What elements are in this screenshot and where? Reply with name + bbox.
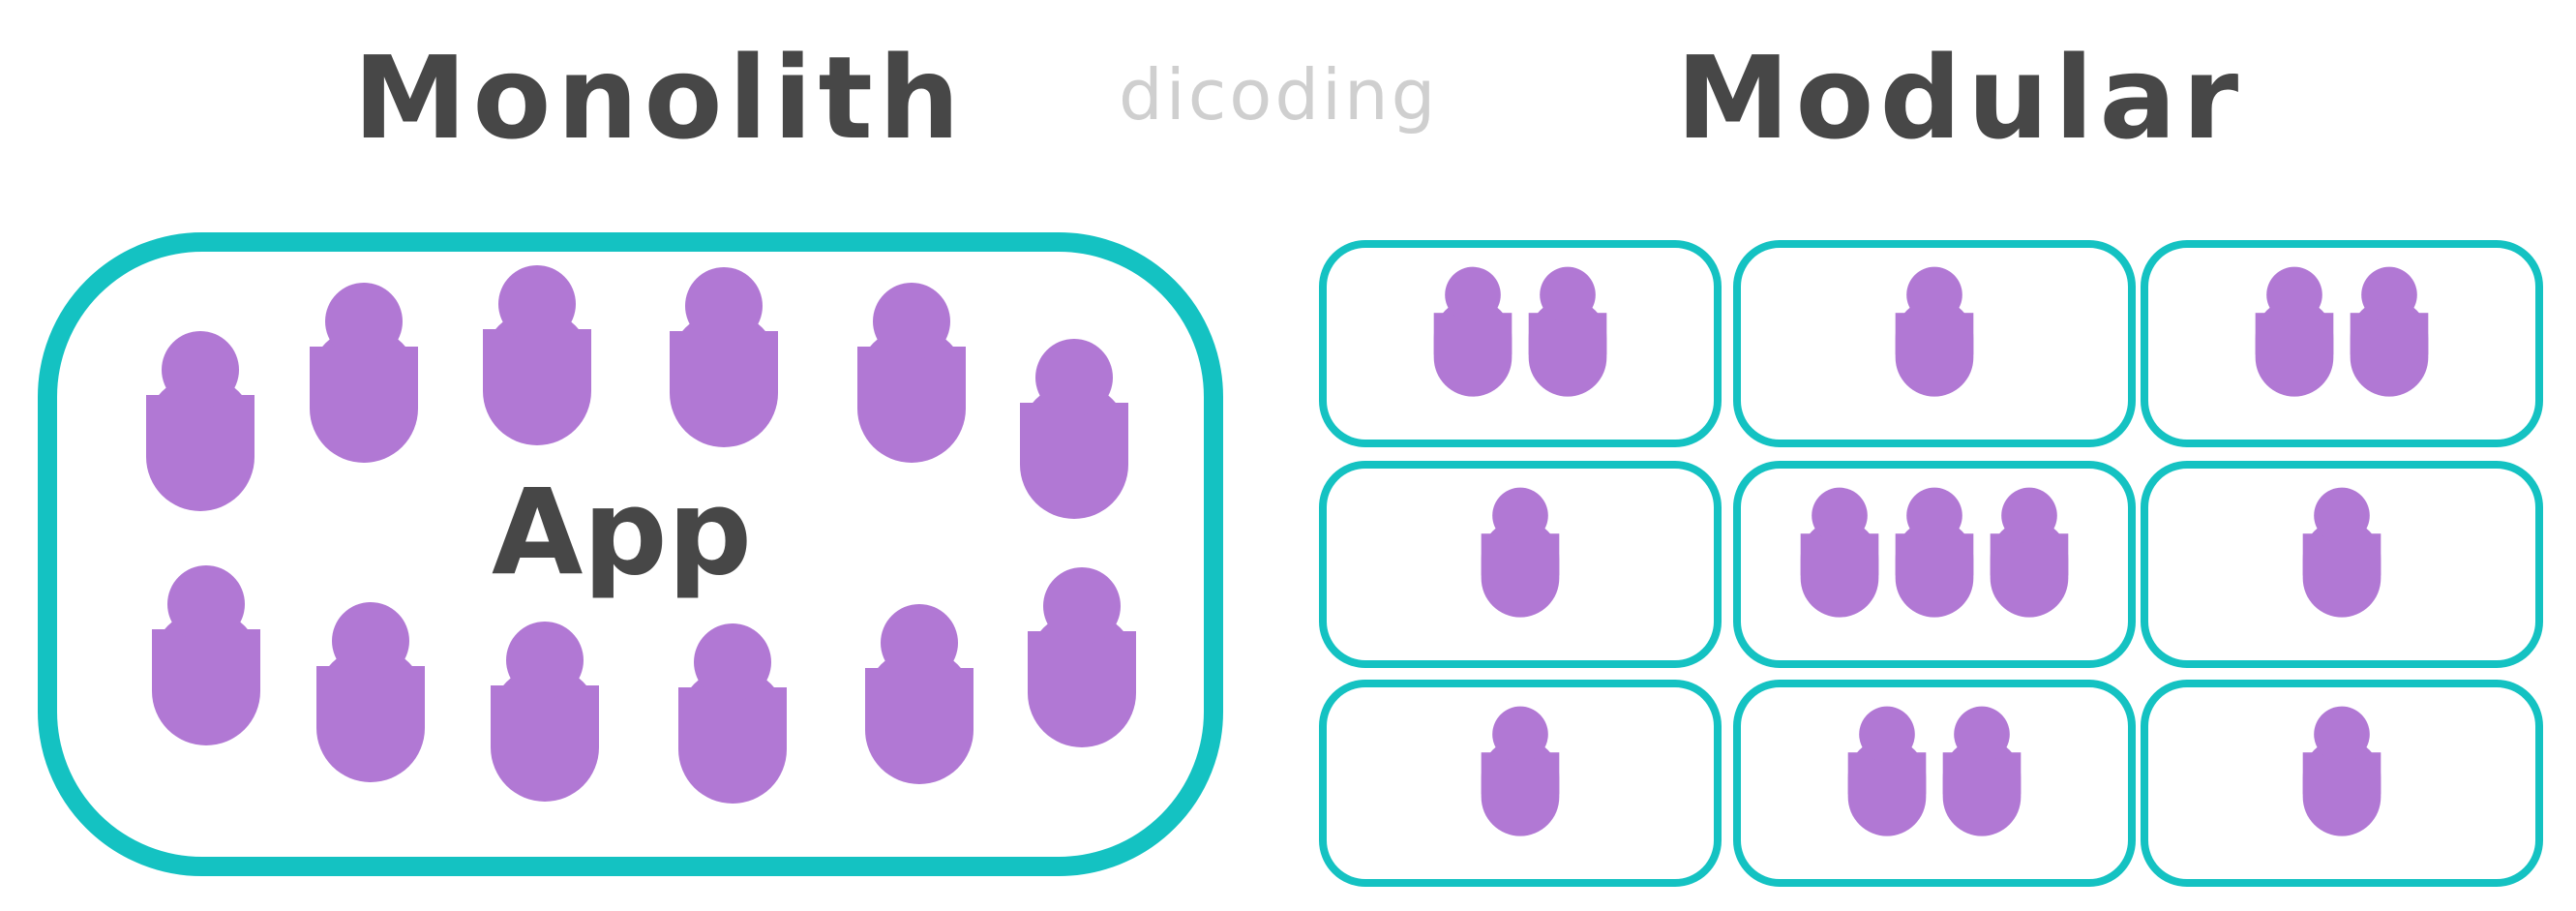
person-icon bbox=[1481, 487, 1560, 618]
person-icon bbox=[2302, 487, 2381, 618]
module-border bbox=[1733, 240, 2136, 447]
monolith-container: App bbox=[38, 232, 1223, 876]
person-icon bbox=[1847, 706, 1927, 836]
person-icon bbox=[670, 267, 778, 447]
person-icon bbox=[152, 565, 260, 745]
person-icon bbox=[1020, 339, 1128, 519]
monolith-people bbox=[146, 265, 1136, 804]
person-icon bbox=[1895, 487, 1974, 618]
person-icon bbox=[1528, 266, 1607, 397]
person-icon bbox=[1800, 487, 1879, 618]
module-box bbox=[1319, 240, 1722, 447]
module-box bbox=[1733, 680, 2136, 887]
person-icon bbox=[865, 604, 973, 784]
module-border bbox=[2141, 461, 2543, 668]
person-icon bbox=[857, 283, 966, 463]
app-label: App bbox=[492, 464, 752, 601]
module-border bbox=[2141, 240, 2543, 447]
module-box bbox=[2141, 461, 2543, 668]
module-box bbox=[1733, 461, 2136, 668]
person-icon bbox=[316, 602, 425, 782]
module-border bbox=[1319, 461, 1722, 668]
modular-container bbox=[1319, 240, 2543, 887]
person-icon bbox=[1895, 266, 1974, 397]
person-icon bbox=[1433, 266, 1513, 397]
module-box bbox=[2141, 240, 2543, 447]
module-box bbox=[1319, 680, 1722, 887]
module-box bbox=[1733, 240, 2136, 447]
module-border bbox=[1319, 680, 1722, 887]
modular-title: Modular bbox=[1676, 31, 2245, 165]
dicoding-watermark: dicoding bbox=[1119, 54, 1439, 136]
person-icon bbox=[678, 623, 787, 804]
module-box bbox=[1319, 461, 1722, 668]
person-icon bbox=[491, 622, 599, 802]
person-icon bbox=[2350, 266, 2429, 397]
person-icon bbox=[1990, 487, 2069, 618]
person-icon bbox=[2255, 266, 2334, 397]
module-border bbox=[1733, 680, 2136, 887]
monolith-border bbox=[38, 232, 1223, 876]
module-border bbox=[1319, 240, 1722, 447]
person-icon bbox=[1481, 706, 1560, 836]
person-icon bbox=[146, 331, 255, 511]
person-icon bbox=[1028, 567, 1136, 747]
person-icon bbox=[2302, 706, 2381, 836]
module-box bbox=[2141, 680, 2543, 887]
person-icon bbox=[310, 283, 418, 463]
module-border bbox=[2141, 680, 2543, 887]
module-border bbox=[1733, 461, 2136, 668]
person-icon bbox=[1942, 706, 2022, 836]
monolith-title: Monolith bbox=[353, 31, 966, 165]
person-icon bbox=[483, 265, 591, 445]
